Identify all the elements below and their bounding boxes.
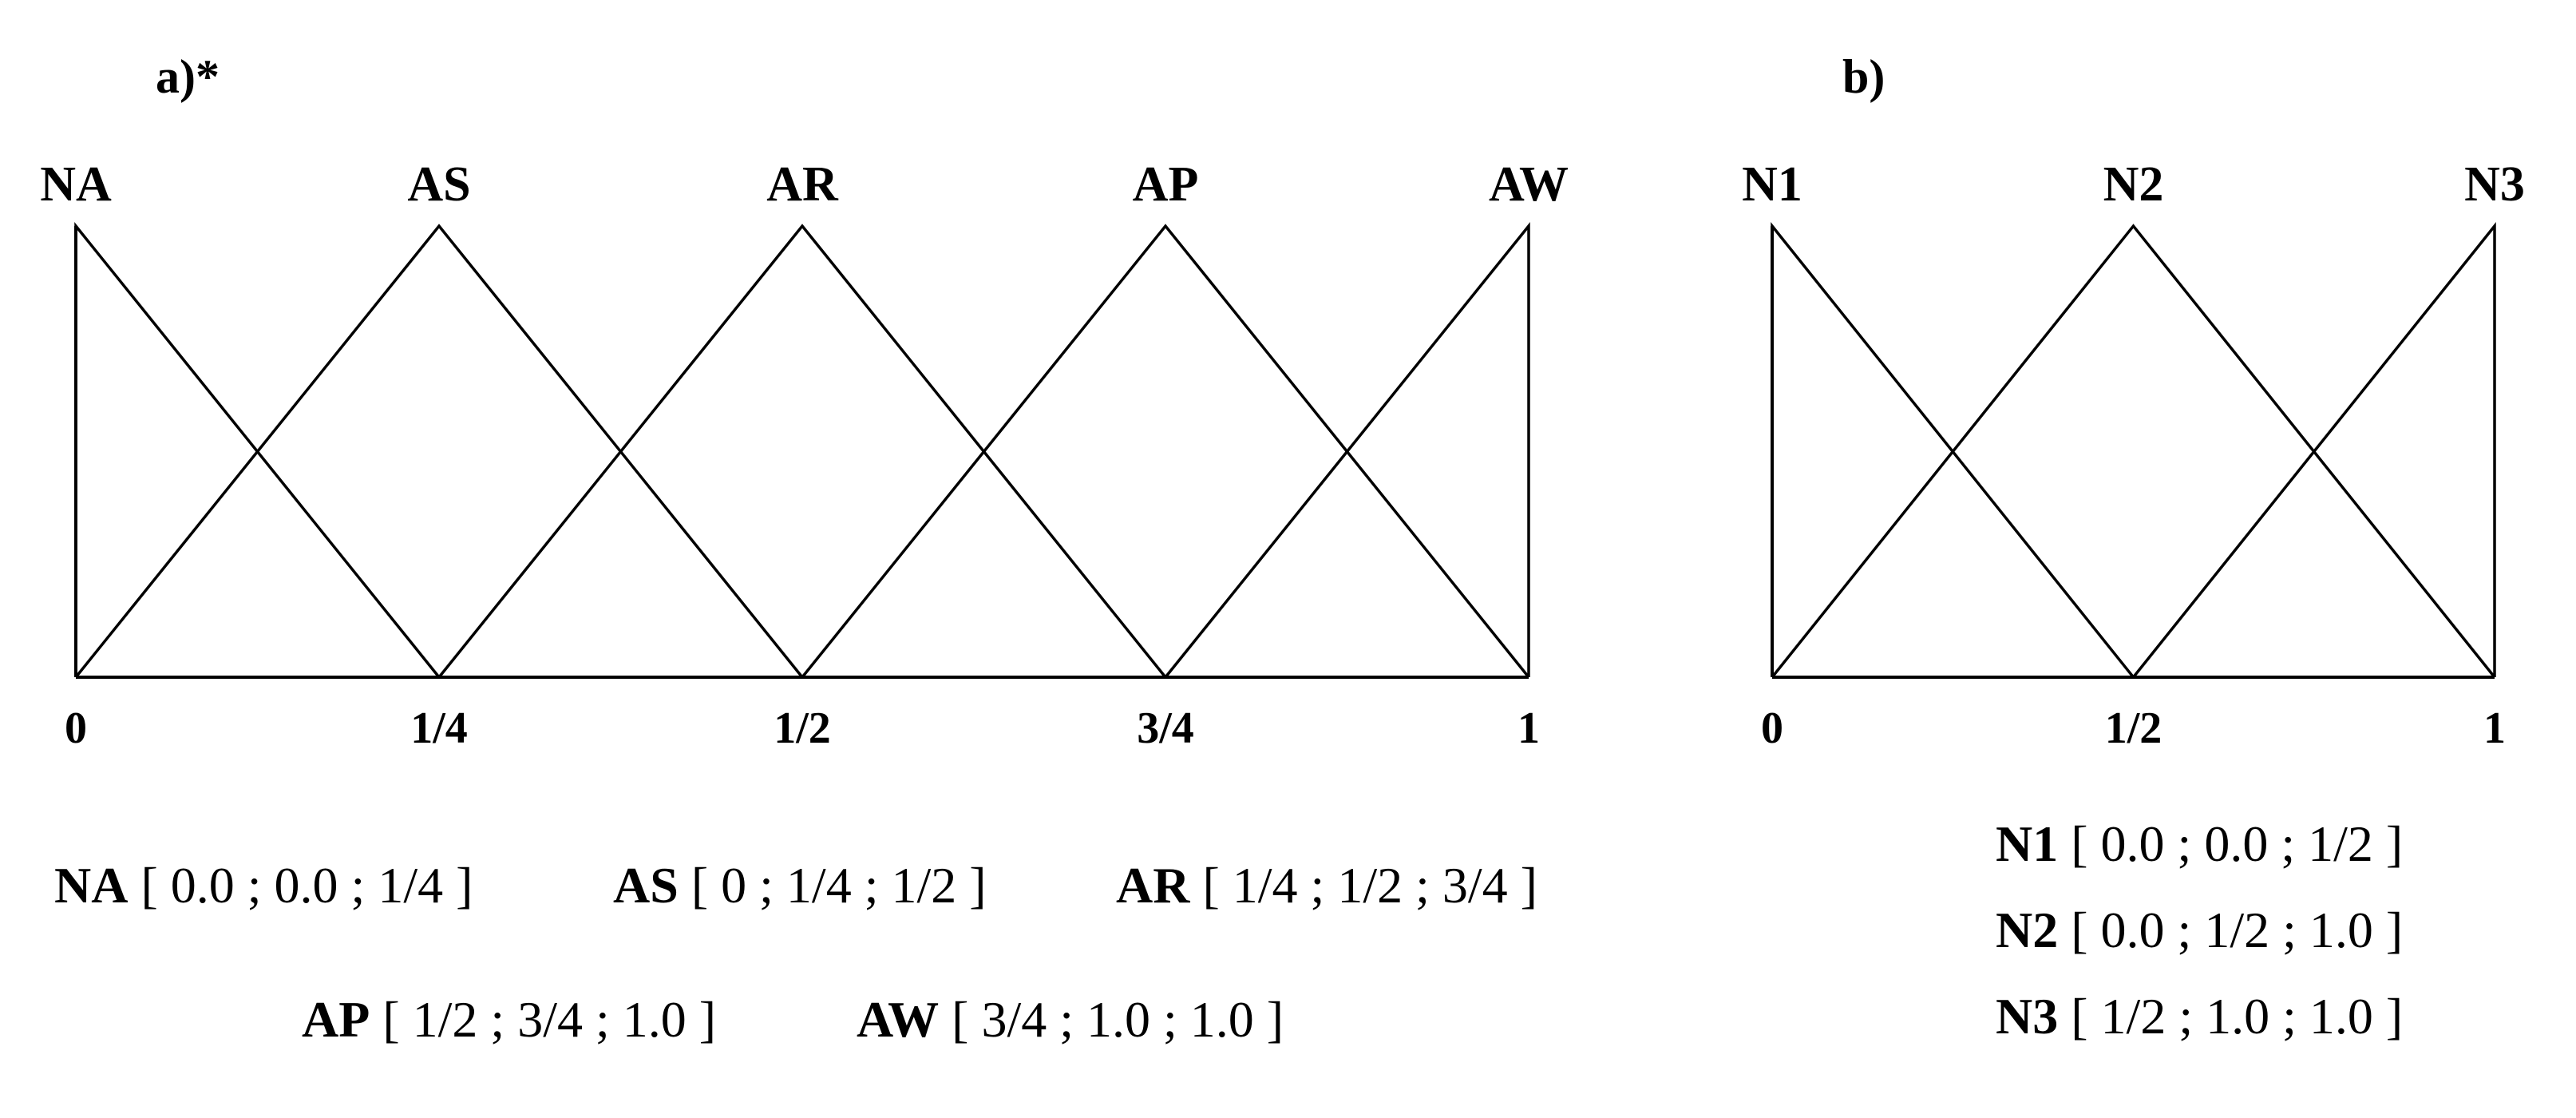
def-ar: AR [ 1/4 ; 1/2 ; 3/4 ]	[1116, 857, 1537, 914]
def-na: NA [ 0.0 ; 0.0 ; 1/4 ]	[54, 857, 473, 914]
def-n1: N1 [ 0.0 ; 0.0 ; 1/2 ]	[1996, 815, 2404, 872]
panel-b-tick-label: 1	[2483, 704, 2506, 753]
panel-a-tick-label: 3/4	[1137, 704, 1194, 753]
panel-b-mf-n1	[1771, 222, 2135, 679]
panel-b-label: b)	[1842, 50, 1886, 103]
def-ap: AP [ 1/2 ; 3/4 ; 1.0 ]	[302, 991, 717, 1048]
panel-a-mf-label-as: AS	[407, 157, 470, 212]
panel-b-mf-label-n3: N3	[2464, 157, 2525, 212]
panel-a-mf-aw	[1164, 222, 1530, 679]
panel-a-tick-label: 0	[65, 704, 87, 753]
panel-b-mf-n2	[1771, 224, 2496, 679]
def-as: AS [ 0 ; 1/4 ; 1/2 ]	[613, 857, 987, 914]
def-n2: N2 [ 0.0 ; 1/2 ; 1.0 ]	[1996, 902, 2404, 958]
panel-b-tick-label: 0	[1761, 704, 1783, 753]
panel-a-mf-label-ar: AR	[766, 157, 839, 212]
panel-b-mf-n3	[2132, 222, 2496, 679]
def-aw: AW [ 3/4 ; 1.0 ; 1.0 ]	[857, 991, 1284, 1048]
panel-a-mf-label-ap: AP	[1133, 157, 1199, 212]
panel-b-mf-label-n1: N1	[1742, 157, 1802, 212]
panel-b-mf-label-n2: N2	[2103, 157, 2164, 212]
panel-a-mf-label-na: NA	[40, 157, 112, 212]
panel-a-mf-ar	[437, 224, 1167, 679]
panel-b-tick-label: 1/2	[2105, 704, 2162, 753]
panel-a-mf-na	[74, 222, 441, 679]
panel-a-label: a)*	[156, 50, 220, 103]
panel-a-mf-label-aw: AW	[1489, 157, 1569, 212]
panel-a-mf-ap	[801, 224, 1530, 679]
panel-a-mf-as	[74, 224, 804, 679]
panel-a-tick-label: 1	[1518, 704, 1540, 753]
def-n3: N3 [ 1/2 ; 1.0 ; 1.0 ]	[1996, 988, 2404, 1045]
panel-a-tick-label: 1/2	[774, 704, 831, 753]
panel-a-tick-label: 1/4	[410, 704, 468, 753]
